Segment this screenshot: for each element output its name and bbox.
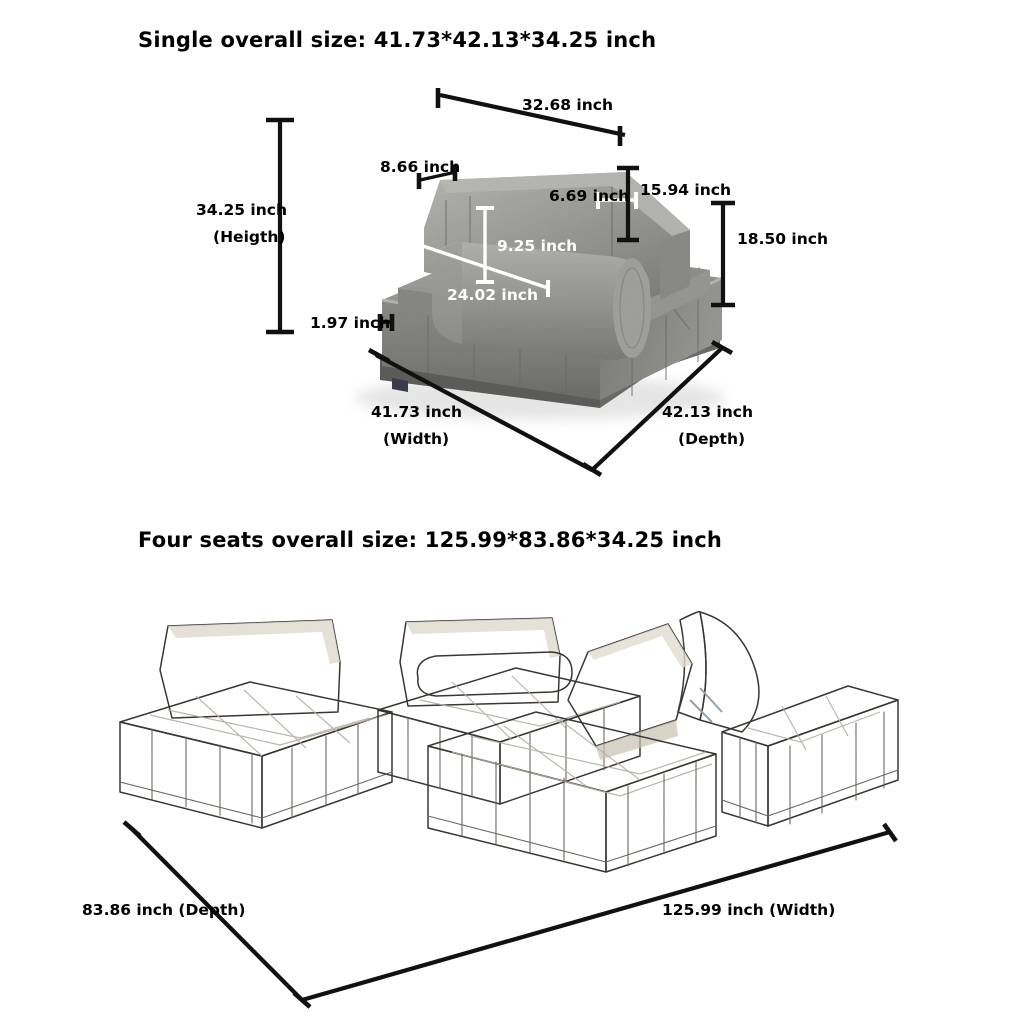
label-overall-depth-axis: (Depth) [678,430,745,448]
recliner-bracket-icon [689,687,723,723]
middle-back-cushion-top-roll [406,618,560,658]
tilted-pillow-shadow [596,720,678,760]
ottoman-plinth-line [721,769,899,817]
ottoman-top [721,685,899,747]
module-back-middle-seat [377,617,641,805]
left-base-top [119,681,393,757]
bolster-end-cap [613,258,651,358]
label-height-axis: (Heigth) [213,228,286,246]
four-seats-modules [119,610,899,873]
dim-backrest-width [435,88,626,146]
ottoman-pleats [739,711,885,825]
label-backrest-width: 32.68 inch [522,96,613,114]
dim-backrest-height [617,165,639,243]
left-back-cushion-top-roll [168,620,340,664]
label-seat-height: 18.50 inch [737,230,828,248]
chaise-base-side [605,753,717,873]
ottoman-front [721,731,769,827]
ottoman-quilting [747,695,881,751]
middle-seat-quilting [419,675,621,741]
chaise-base-front [427,745,607,873]
label-four-depth: 83.86 inch (Depth) [82,901,245,919]
label-overall-depth-value: 42.13 inch [662,403,753,421]
module-front-chaise [427,610,760,873]
sofa-single-body [355,172,725,420]
label-overall-width-value: 41.73 inch [371,403,462,421]
module-right-ottoman [721,685,899,827]
ottoman-side [767,699,899,827]
left-base-plinth-line [119,771,393,819]
left-base-pleats [151,723,359,824]
chaise-quilting [451,719,713,797]
label-backrest-thickness: 8.66 inch [380,158,460,176]
middle-bolster-pillow [416,651,573,697]
four-seats-dimensions: 83.86 inch (Depth) 125.99 inch (Width) [82,820,898,1009]
chaise-base-pleats [461,753,697,867]
left-seat-quilting [149,689,387,757]
single-seat-illustration: 34.25 inch (Heigth) 32.68 inch 8.66 inch… [196,88,828,477]
single-seat-title: Single overall size: 41.73*42.13*34.25 i… [138,28,657,52]
dim-bolster-diameter [476,206,494,284]
chaise-plinth-line [427,815,717,863]
label-bolster-diameter: 9.25 inch [497,237,577,255]
seat-block-side [600,278,722,400]
label-four-width: 125.99 inch (Width) [662,901,835,919]
middle-base-top [377,667,641,743]
dim-plinth [377,314,395,331]
label-overall-width-axis: (Width) [383,430,449,448]
back-cushion-right-face [660,230,690,300]
dim-seat-depth [417,237,550,297]
dim-backrest-thickness [416,165,458,189]
label-height-value: 34.25 inch [196,201,287,219]
dim-four-width [301,822,898,1003]
sofa-foot [392,378,408,392]
dim-seat-height [711,200,735,308]
single-seat-dimensions: 34.25 inch (Heigth) 32.68 inch 8.66 inch… [196,88,828,477]
four-seats-diagram: 83.86 inch (Depth) 125.99 inch (Width) [0,560,1024,1024]
bolster-end-cap-seam [619,267,645,349]
tilted-pillow-top-roll [588,624,692,668]
label-backrest-height: 15.94 inch [640,181,731,199]
module-left-seat [119,619,393,829]
upright-fan-pillow [699,611,760,733]
middle-base-front [377,709,501,805]
label-seat-depth: 24.02 inch [447,286,538,304]
dim-overall-depth [590,339,734,472]
single-seat-diagram: 34.25 inch (Heigth) 32.68 inch 8.66 inch… [0,60,1024,510]
label-bolster-gap: 6.69 inch [549,187,629,205]
dim-height [266,117,294,335]
bolster-left-shading [432,242,462,344]
four-seats-title: Four seats overall size: 125.99*83.86*34… [138,528,723,552]
label-plinth: 1.97 inch [310,314,390,332]
four-seats-illustration: 83.86 inch (Depth) 125.99 inch (Width) [82,610,899,1009]
